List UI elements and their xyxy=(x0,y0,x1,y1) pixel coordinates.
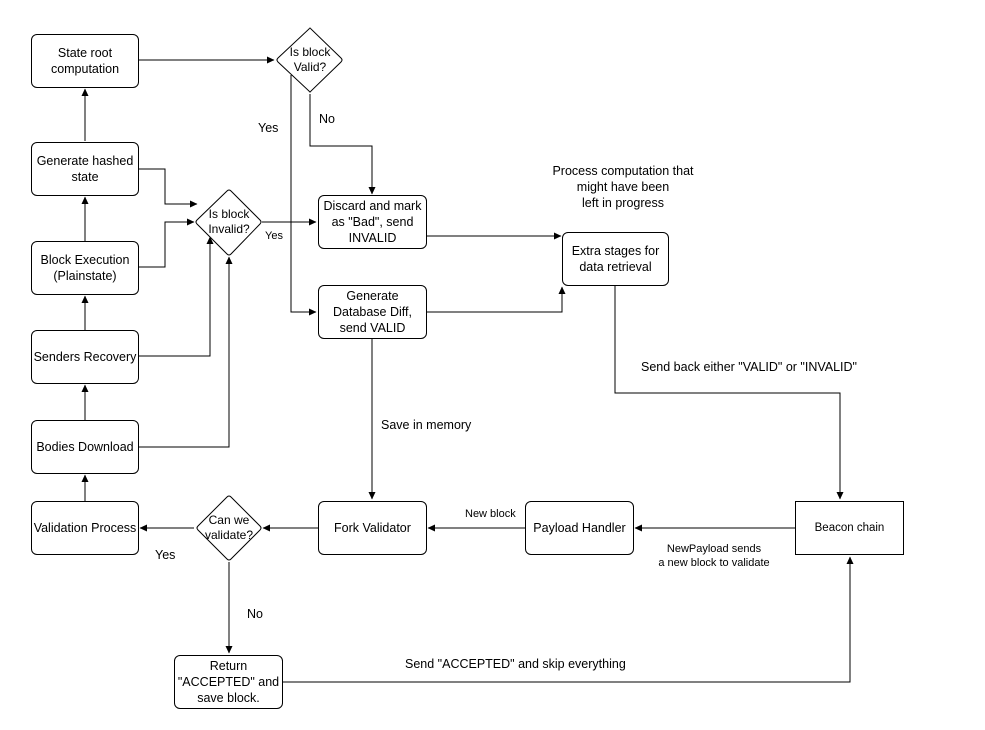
label-no-valid: No xyxy=(319,112,335,126)
label-save-memory: Save in memory xyxy=(381,418,472,432)
label-yes-invalid: Yes xyxy=(265,230,283,242)
node-fork-validator: Fork Validator xyxy=(318,501,427,555)
arrow-extra-to-beacon xyxy=(614,286,844,500)
label-process-computation: Process computation that might have been… xyxy=(552,164,694,210)
decision-is-block-invalid-shape xyxy=(195,189,262,256)
node-bodies-download: Bodies Download xyxy=(31,420,139,474)
decision-can-we-validate: Can we validate? xyxy=(204,513,254,542)
arrow-execution-to-isinvalid xyxy=(139,218,195,268)
decision-is-block-invalid: Is block Invalid? xyxy=(208,207,250,236)
node-return-accepted: Return "ACCEPTED" and save block. xyxy=(174,655,283,709)
label-new-payload: NewPayload sends a new block to validate xyxy=(658,543,770,569)
node-validation-process: Validation Process xyxy=(31,501,139,555)
label-yes-valid: Yes xyxy=(258,121,279,135)
decision-can-we-validate-shape xyxy=(196,495,262,561)
arrow-senders-to-isinvalid xyxy=(139,236,214,357)
node-extra-stages: Extra stages for data retrieval xyxy=(562,232,669,286)
decision-is-block-valid-shape xyxy=(276,27,343,93)
label-no-validate: No xyxy=(247,607,263,621)
label-send-back: Send back either "VALID" or "INVALID" xyxy=(641,360,857,374)
arrow-return-to-beacon xyxy=(283,556,854,683)
node-generate-hashed: Generate hashed state xyxy=(31,142,139,196)
node-block-execution: Block Execution (Plainstate) xyxy=(31,241,139,295)
node-payload-handler: Payload Handler xyxy=(525,501,634,555)
node-generate-diff: Generate Database Diff, send VALID xyxy=(318,285,427,339)
node-beacon-chain: Beacon chain xyxy=(795,501,904,555)
arrow-isvalid-yes-to-diff xyxy=(290,75,317,316)
label-send-accepted: Send "ACCEPTED" and skip everything xyxy=(405,657,626,671)
node-senders-recovery: Senders Recovery xyxy=(31,330,139,384)
label-new-block: New block xyxy=(465,508,516,520)
node-discard-invalid: Discard and mark as "Bad", send INVALID xyxy=(318,195,427,249)
node-state-root: State root computation xyxy=(31,34,139,88)
arrow-bodies-to-isinvalid xyxy=(139,256,233,448)
decision-is-block-valid: Is block Valid? xyxy=(289,45,331,74)
label-yes-validate: Yes xyxy=(155,548,176,562)
arrow-diff-to-extra xyxy=(427,286,566,313)
arrow-isvalid-no-to-discard xyxy=(309,94,376,195)
arrow-hashed-to-isinvalid xyxy=(139,168,198,208)
